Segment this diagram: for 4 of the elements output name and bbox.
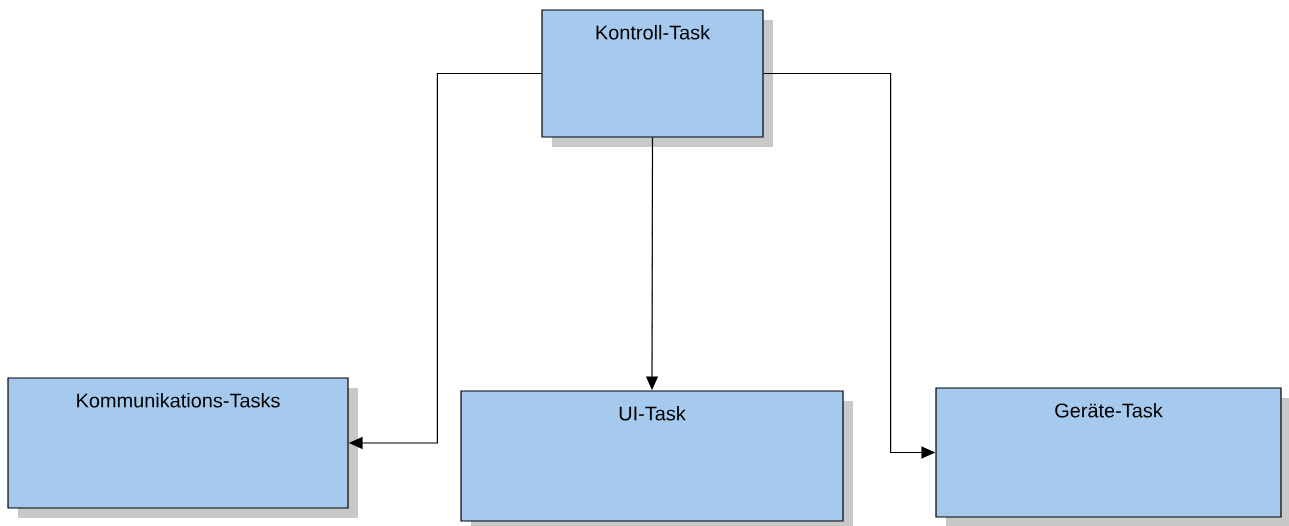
- task-box: Kommunikations-Tasks: [7, 377, 358, 518]
- task-box: Geräte-Task: [935, 387, 1289, 526]
- task-box: Kontroll-Task: [541, 9, 773, 147]
- task-box: UI-Task: [460, 390, 853, 526]
